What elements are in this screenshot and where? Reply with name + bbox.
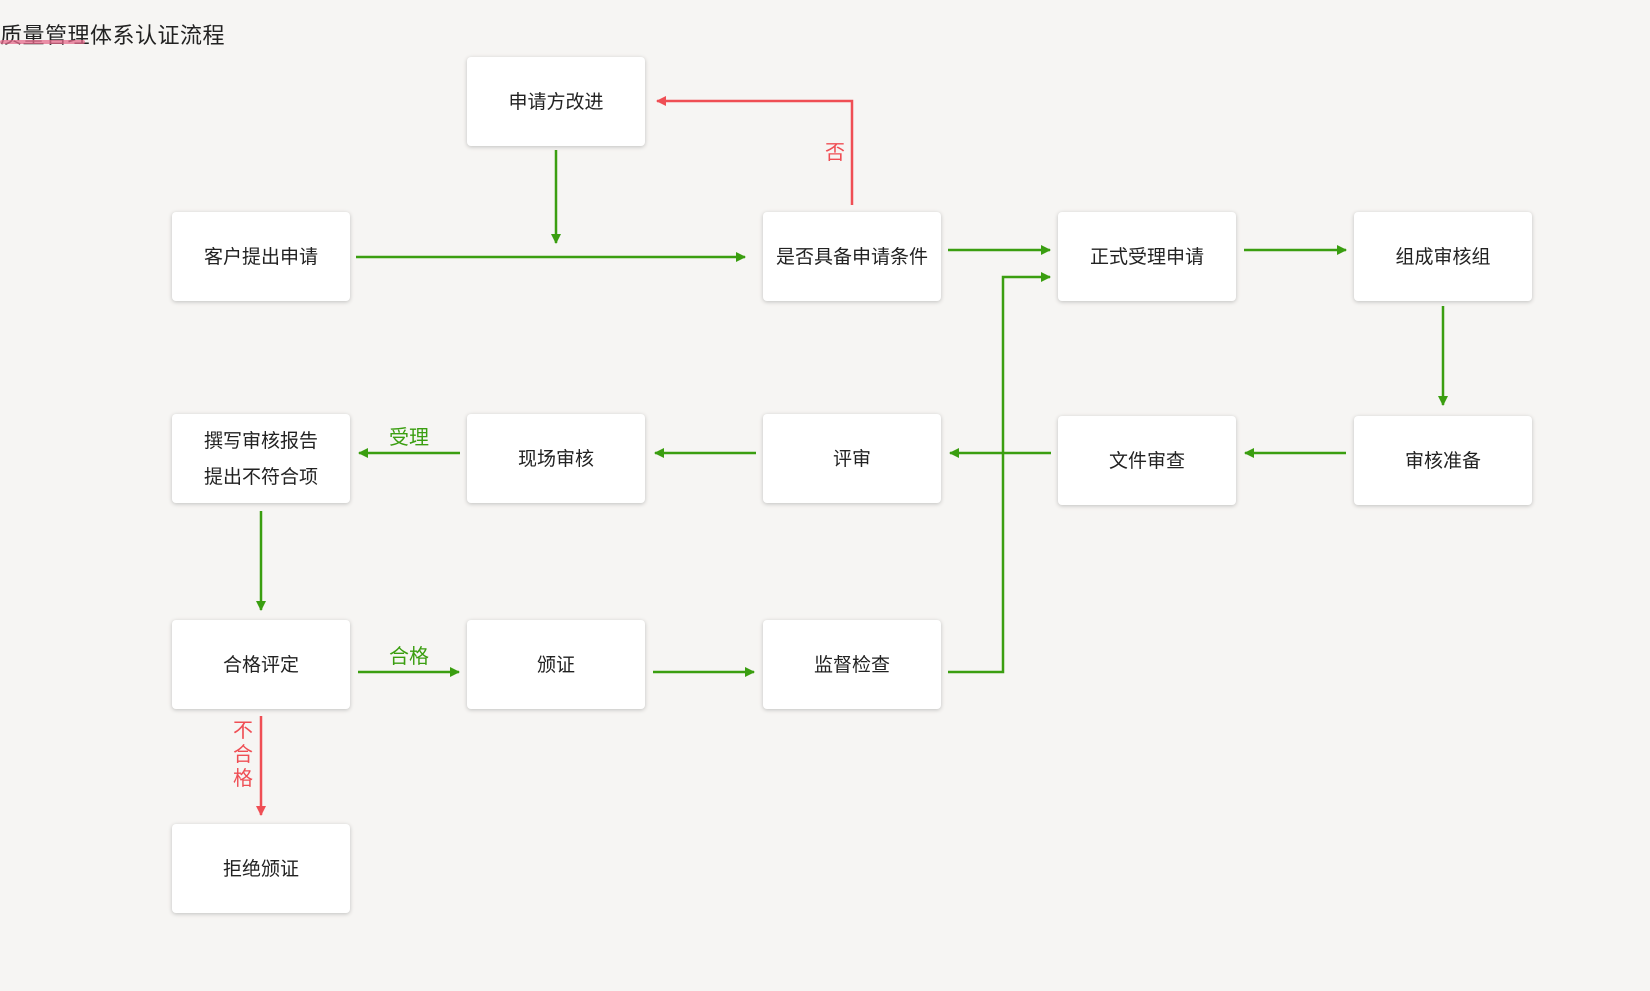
node-reject: 拒绝颁证 (172, 824, 350, 913)
edge-check-to-improve (656, 96, 854, 205)
node-doc-review: 文件审查 (1058, 416, 1236, 505)
node-review: 评审 (763, 414, 941, 503)
node-report: 撰写审核报告 提出不符合项 (172, 414, 350, 503)
page-title: 质量管理体系认证流程 (0, 24, 226, 49)
node-accept: 正式受理申请 (1058, 212, 1236, 301)
node-onsite: 现场审核 (467, 414, 645, 503)
label-no: 否 (825, 140, 845, 164)
node-evaluate: 合格评定 (172, 620, 350, 709)
node-prepare: 审核准备 (1354, 416, 1532, 505)
title-highlight (0, 40, 85, 44)
node-apply: 客户提出申请 (172, 212, 350, 301)
node-certify: 颁证 (467, 620, 645, 709)
label-unqualified: 不合格 (233, 718, 253, 790)
node-check-conditions: 是否具备申请条件 (763, 212, 941, 301)
node-form-team: 组成审核组 (1354, 212, 1532, 301)
edge-supervise-to-accept (948, 272, 1051, 674)
node-improve: 申请方改进 (467, 57, 645, 146)
label-qualified: 合格 (389, 644, 429, 668)
label-accepted: 受理 (389, 425, 429, 449)
node-supervise: 监督检查 (763, 620, 941, 709)
